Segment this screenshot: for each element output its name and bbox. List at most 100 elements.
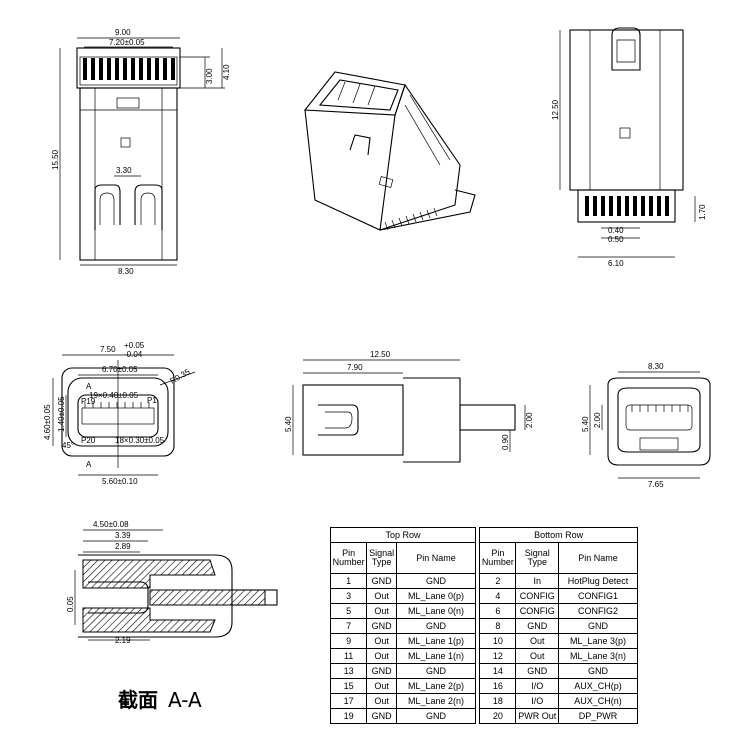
cell-pin-name: GND (558, 618, 638, 634)
col-signal-type: Signal Type (366, 541, 398, 575)
cell-pin-name: GND (396, 573, 476, 590)
rear-dim-height: 5.40 (581, 416, 590, 432)
cell-signal-type: I/O (515, 677, 560, 694)
cell-signal-type: GND (515, 618, 560, 634)
cell-pin-name: CONFIG1 (558, 588, 638, 605)
end-angle: 45° (62, 441, 74, 450)
section-caption-aa: A-A (168, 688, 202, 712)
section-caption-cn: 截面 (118, 688, 158, 712)
col-pin-name: Pin Name (396, 541, 476, 575)
side-dim-pitch: 0.40 (608, 226, 624, 235)
section-dim-d: 0.05 (66, 596, 75, 612)
cell-signal-type: GND (515, 662, 560, 679)
end-label-p1: P1 (147, 396, 157, 405)
cell-pin-name: GND (396, 707, 476, 725)
side-contacts (585, 196, 669, 216)
section-dim-c: 2.89 (115, 542, 131, 551)
cell-pin-name: CONFIG2 (558, 603, 638, 619)
end-dim-tol-lower: -0.04 (124, 350, 143, 359)
profile-dim-length: 12.50 (370, 350, 391, 359)
end-radius: R0.35 (169, 367, 192, 386)
front-dim-head: 3.00 (205, 68, 214, 84)
end-row-top: 19×0.40±0.05 (89, 391, 139, 400)
col-pin-name: Pin Name (558, 541, 638, 575)
profile-dim-height: 5.40 (284, 416, 293, 432)
profile-dim-plug: 7.90 (347, 363, 363, 372)
profile-dim-tab: 2.00 (525, 412, 534, 428)
end-row-bottom: 18×0.30±0.05 (115, 436, 165, 445)
cell-pin-number: 15 (329, 677, 368, 694)
cell-pin-number: 1 (329, 573, 368, 590)
iso-pins (384, 207, 438, 231)
profile-dim-tab-offset: 0.90 (501, 434, 510, 450)
front-dim-inner: 7.20±0.05 (109, 38, 145, 47)
cell-pin-name: GND (396, 662, 476, 679)
front-dim-spring: 3.30 (116, 166, 132, 175)
side-dim-length: 12.50 (551, 99, 560, 120)
isometric-view (303, 71, 476, 231)
end-label-p19: P19 (81, 397, 96, 406)
cell-signal-type: GND (366, 662, 398, 679)
cell-pin-name: ML_Lane 1(p) (396, 632, 476, 649)
cell-pin-number: 14 (479, 662, 517, 679)
cell-signal-type: Out (515, 647, 560, 664)
section-dim-a: 4.50±0.08 (93, 520, 129, 529)
cell-signal-type: In (515, 573, 560, 590)
section-dim-e: 2.19 (115, 636, 131, 645)
end-contacts-top (84, 402, 150, 408)
cell-pin-number: 12 (479, 647, 517, 664)
end-label-p20: P20 (81, 436, 96, 445)
cell-signal-type: Out (366, 647, 398, 664)
end-dim-bottom: 5.60±0.10 (102, 477, 138, 486)
cell-pin-name: HotPlug Detect (558, 573, 638, 590)
cell-pin-name: ML_Lane 3(n) (558, 647, 638, 664)
section-mark-top: A (86, 382, 92, 391)
cell-signal-type: Out (366, 603, 398, 619)
col-pin-number: Pin Number (329, 541, 368, 575)
cell-pin-number: 5 (329, 603, 368, 619)
front-dim-top: 9.00 (115, 28, 131, 37)
cell-pin-number: 8 (479, 618, 517, 634)
end-dim-inner-height: 1.40±0.05 (57, 396, 66, 432)
section-mark-bottom: A (86, 460, 92, 469)
cell-pin-name: ML_Lane 1(n) (396, 647, 476, 664)
cell-signal-type: Out (366, 588, 398, 605)
end-dim-height: 4.60±0.05 (43, 404, 52, 440)
cell-pin-number: 4 (479, 588, 517, 605)
rear-dim-inner: 2.00 (593, 412, 602, 428)
rear-dim-width: 8.30 (648, 362, 664, 371)
cell-pin-name: AUX_CH(p) (558, 677, 638, 694)
cell-pin-number: 3 (329, 588, 368, 605)
cell-signal-type: GND (366, 707, 398, 725)
cell-pin-name: ML_Lane 2(p) (396, 677, 476, 694)
profile-view: 12.50 7.90 5.40 2.00 0.90 (284, 350, 534, 463)
cell-pin-number: 9 (329, 632, 368, 649)
section-view: 4.50±0.08 3.39 2.89 0.05 2.19 (66, 520, 278, 645)
cell-pin-number: 18 (479, 692, 517, 709)
cell-pin-number: 7 (329, 618, 368, 634)
cell-pin-number: 6 (479, 603, 517, 619)
cell-pin-number: 16 (479, 677, 517, 694)
cell-pin-number: 13 (329, 662, 368, 679)
cell-signal-type: GND (366, 618, 398, 634)
front-contacts (83, 58, 175, 80)
cell-signal-type: I/O (515, 692, 560, 709)
front-dim-head-total: 4.10 (222, 64, 231, 80)
rear-contacts (631, 405, 689, 412)
cell-pin-number: 20 (479, 707, 517, 725)
cell-pin-number: 2 (479, 573, 517, 590)
section-caption: 截面 A-A (118, 684, 202, 713)
side-dim-bottom: 6.10 (608, 259, 624, 268)
side-view: 12.50 1.70 0.40 0.50 6.10 (551, 27, 707, 268)
side-dim-pin-width: 0.50 (608, 235, 624, 244)
cell-pin-name: ML_Lane 0(p) (396, 588, 476, 605)
section-dim-b: 3.39 (115, 531, 131, 540)
